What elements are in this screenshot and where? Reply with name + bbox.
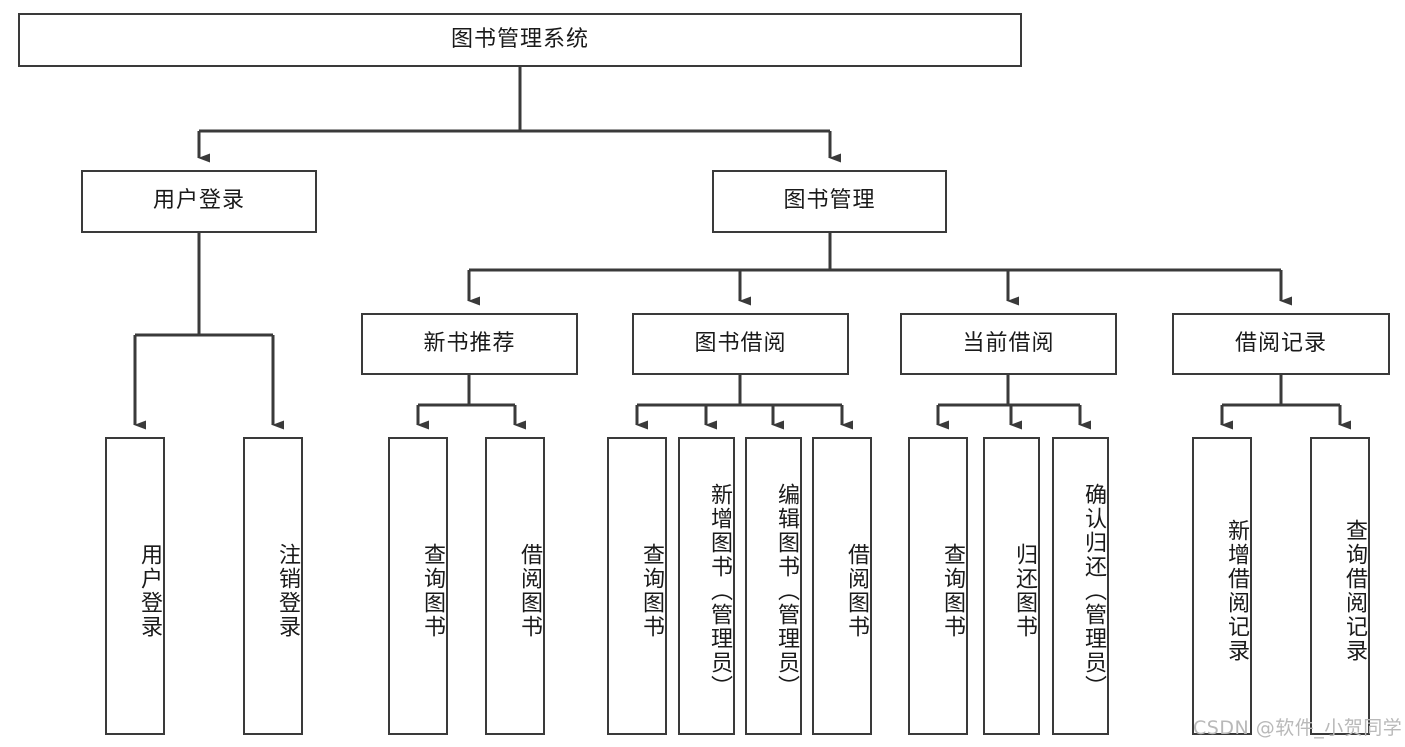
node-current-borrow[interactable]: 当前借阅 [900, 313, 1117, 375]
leaf-node[interactable]: 查询图书 [388, 437, 448, 735]
node-new-book-recommend-label: 新书推荐 [423, 330, 516, 356]
leaf-node-label: 注销登录 [275, 543, 300, 639]
leaf-node-label: 借阅图书 [844, 543, 869, 639]
node-book-management-label: 图书管理 [783, 188, 876, 214]
leaf-node[interactable]: 归还图书 [983, 437, 1040, 735]
leaf-node[interactable]: 查询图书 [607, 437, 667, 735]
leaf-node[interactable]: 注销登录 [243, 437, 303, 735]
leaf-node[interactable]: 编辑图书（管理员） [745, 437, 802, 735]
leaf-node-label: 新增借阅记录 [1224, 519, 1249, 663]
leaf-node-label: 用户登录 [137, 543, 162, 639]
leaf-node-label: 借阅图书 [517, 543, 542, 639]
node-book-borrow[interactable]: 图书借阅 [632, 313, 849, 375]
node-borrow-record-label: 借阅记录 [1234, 330, 1327, 356]
node-book-management[interactable]: 图书管理 [712, 170, 947, 233]
csdn-watermark: CSDN @软件_小贺同学 [1193, 717, 1403, 739]
leaf-node-label: 查询图书 [940, 543, 965, 639]
leaf-node[interactable]: 借阅图书 [812, 437, 872, 735]
leaf-node[interactable]: 新增借阅记录 [1192, 437, 1252, 735]
node-book-borrow-label: 图书借阅 [694, 330, 787, 356]
leaf-node-label: 确认归还（管理员） [1081, 483, 1106, 699]
leaf-node-label: 查询图书 [420, 543, 445, 639]
leaf-node-label: 归还图书 [1012, 543, 1037, 639]
node-root[interactable]: 图书管理系统 [18, 13, 1022, 67]
leaf-node-label: 查询图书 [639, 543, 664, 639]
leaf-node-label: 编辑图书（管理员） [774, 483, 799, 699]
leaf-node-label: 查询借阅记录 [1342, 519, 1367, 663]
leaf-node[interactable]: 新增图书（管理员） [678, 437, 735, 735]
leaf-node[interactable]: 查询图书 [908, 437, 968, 735]
node-user-login-label: 用户登录 [152, 188, 245, 214]
leaf-node[interactable]: 查询借阅记录 [1310, 437, 1370, 735]
leaf-node[interactable]: 确认归还（管理员） [1052, 437, 1109, 735]
node-user-login[interactable]: 用户登录 [81, 170, 317, 233]
node-borrow-record[interactable]: 借阅记录 [1172, 313, 1390, 375]
node-current-borrow-label: 当前借阅 [962, 330, 1055, 356]
leaf-node-label: 新增图书（管理员） [707, 483, 732, 699]
node-new-book-recommend[interactable]: 新书推荐 [361, 313, 578, 375]
leaf-node[interactable]: 借阅图书 [485, 437, 545, 735]
leaf-node[interactable]: 用户登录 [105, 437, 165, 735]
node-root-label: 图书管理系统 [450, 26, 589, 52]
